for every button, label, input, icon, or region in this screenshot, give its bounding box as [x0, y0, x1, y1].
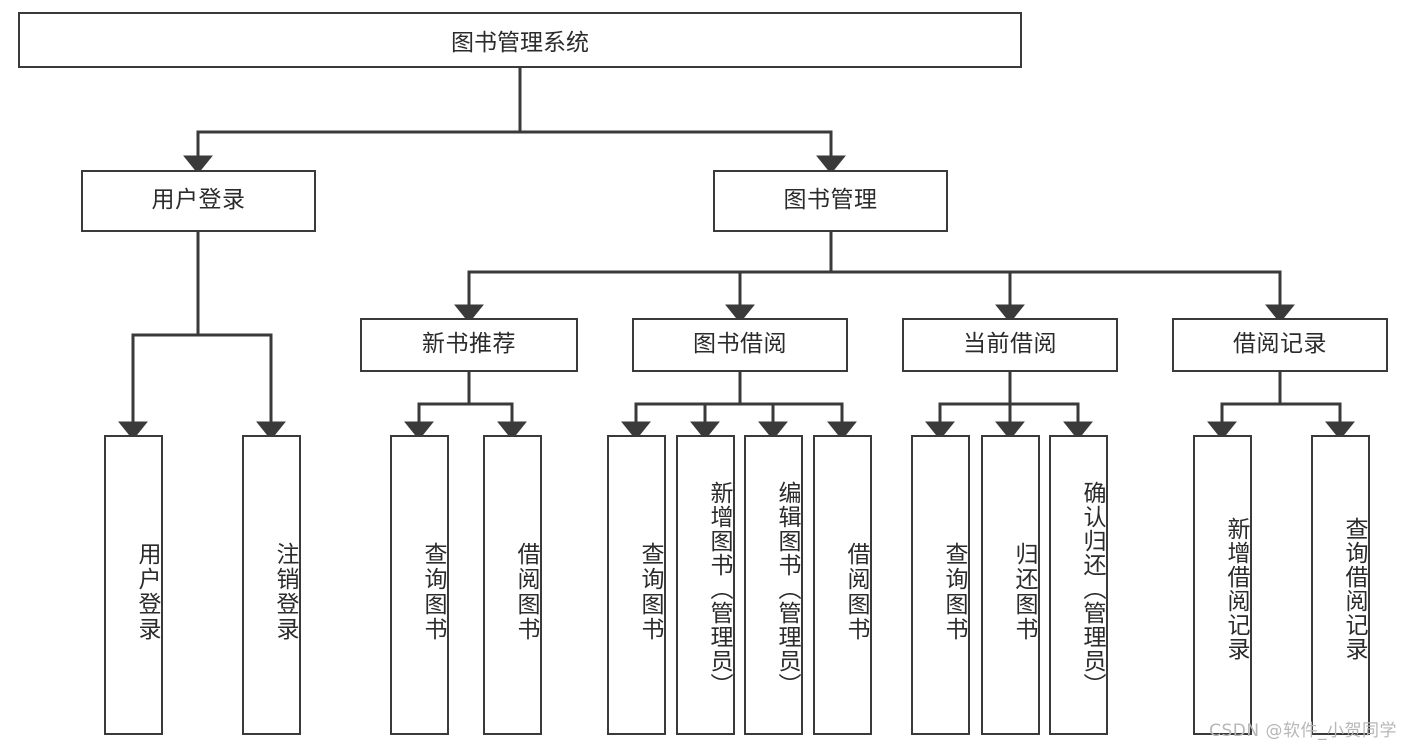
node-leaf-add-book-admin-label: 新增图书（管理员）: [706, 481, 732, 697]
node-leaf-query-book-recommend-label: 查询图书: [420, 542, 446, 642]
node-leaf-confirm-return-admin[interactable]: 确认归还（管理员）: [1049, 435, 1108, 735]
node-root-system[interactable]: 图书管理系统: [18, 12, 1022, 68]
node-leaf-edit-book-admin[interactable]: 编辑图书（管理员）: [744, 435, 803, 735]
node-leaf-add-borrow-record-label: 新增借阅记录: [1223, 517, 1249, 661]
node-borrow-record[interactable]: 借阅记录: [1172, 318, 1388, 372]
node-new-book-recommend-label: 新书推荐: [422, 331, 516, 358]
node-leaf-user-login[interactable]: 用户登录: [104, 435, 163, 735]
node-leaf-add-borrow-record[interactable]: 新增借阅记录: [1193, 435, 1252, 735]
node-leaf-return-book[interactable]: 归还图书: [981, 435, 1040, 735]
node-user-login[interactable]: 用户登录: [81, 170, 316, 232]
node-leaf-borrow-book-recommend[interactable]: 借阅图书: [483, 435, 542, 735]
node-leaf-borrow-book-label: 借阅图书: [843, 542, 869, 642]
node-leaf-query-borrow-record-label: 查询借阅记录: [1341, 517, 1367, 661]
node-leaf-query-book-borrow[interactable]: 查询图书: [607, 435, 666, 735]
node-root-system-label: 图书管理系统: [451, 30, 589, 56]
node-leaf-logout-label: 注销登录: [272, 542, 298, 642]
node-user-login-label: 用户登录: [151, 187, 246, 214]
node-leaf-return-book-label: 归还图书: [1011, 542, 1037, 642]
node-leaf-borrow-book[interactable]: 借阅图书: [813, 435, 872, 735]
node-leaf-query-book-borrow-label: 查询图书: [637, 542, 663, 642]
node-current-borrow-label: 当前借阅: [963, 331, 1057, 358]
node-leaf-edit-book-admin-label: 编辑图书（管理员）: [774, 481, 800, 697]
node-book-management[interactable]: 图书管理: [713, 170, 948, 232]
node-leaf-query-book-current-label: 查询图书: [941, 542, 967, 642]
node-leaf-borrow-book-recommend-label: 借阅图书: [513, 542, 539, 642]
node-leaf-confirm-return-admin-label: 确认归还（管理员）: [1079, 481, 1105, 697]
node-current-borrow[interactable]: 当前借阅: [902, 318, 1118, 372]
node-book-borrow-label: 图书借阅: [693, 331, 787, 358]
node-leaf-query-borrow-record[interactable]: 查询借阅记录: [1311, 435, 1370, 735]
node-leaf-query-book-recommend[interactable]: 查询图书: [390, 435, 449, 735]
node-leaf-logout[interactable]: 注销登录: [242, 435, 301, 735]
node-leaf-add-book-admin[interactable]: 新增图书（管理员）: [676, 435, 735, 735]
node-leaf-query-book-current[interactable]: 查询图书: [911, 435, 970, 735]
node-book-management-label: 图书管理: [783, 187, 878, 214]
node-leaf-user-login-label: 用户登录: [134, 542, 160, 642]
node-borrow-record-label: 借阅记录: [1233, 331, 1327, 358]
node-new-book-recommend[interactable]: 新书推荐: [360, 318, 578, 372]
node-book-borrow[interactable]: 图书借阅: [632, 318, 848, 372]
